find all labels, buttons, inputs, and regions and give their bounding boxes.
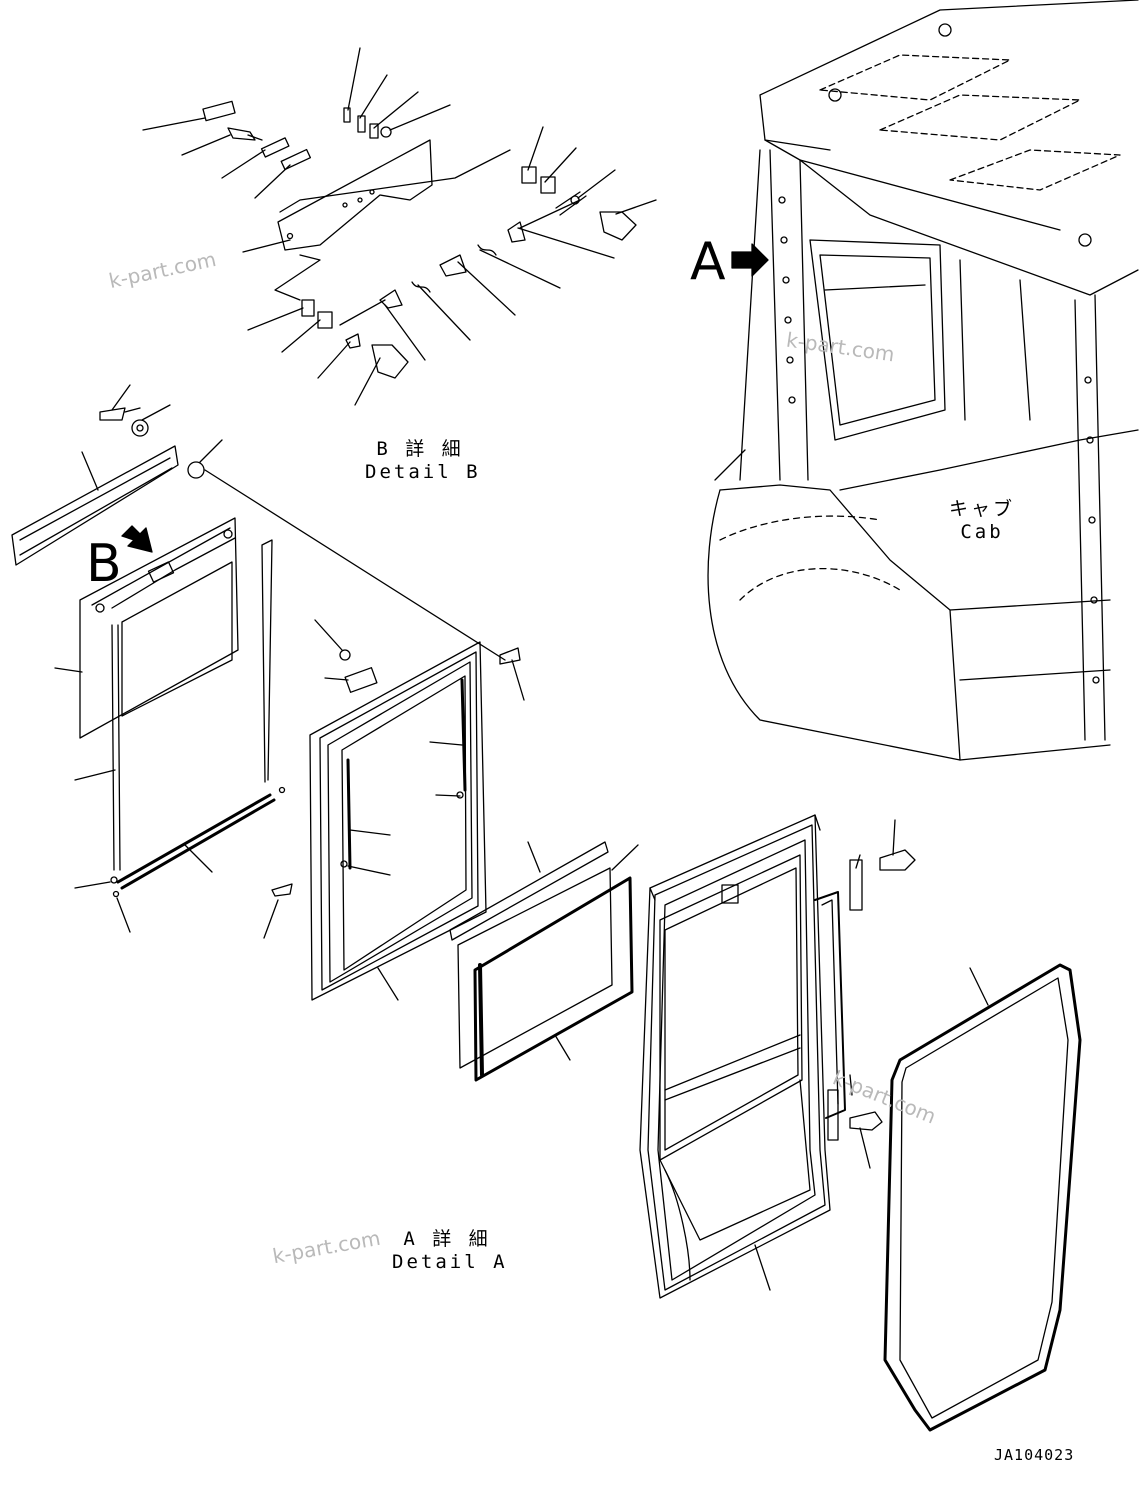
view-b-label: B (86, 534, 122, 594)
view-a-label: A (690, 232, 726, 292)
detail-a-assembly (11, 384, 639, 1082)
cab-caption: キャブ Cab (932, 498, 1032, 544)
cab-illustration (707, 0, 1139, 761)
detail-b-caption: B 詳 細 Detail B (365, 438, 481, 484)
detail-a-caption: A 詳 細 Detail A (392, 1228, 508, 1274)
view-a-arrow (731, 243, 769, 277)
detail-a-jp: A 詳 細 (403, 1228, 491, 1250)
detail-a-en: Detail A (392, 1251, 508, 1273)
door-assembly (639, 814, 1082, 1432)
detail-b-jp: B 詳 細 (376, 438, 464, 460)
detail-b-assembly (142, 47, 657, 406)
cab-en: Cab (960, 521, 1004, 543)
cab-jp: キャブ (948, 498, 1015, 520)
drawing-code: JA104023 (994, 1446, 1075, 1464)
view-b-arrow (121, 525, 153, 553)
detail-b-en: Detail B (365, 461, 481, 483)
